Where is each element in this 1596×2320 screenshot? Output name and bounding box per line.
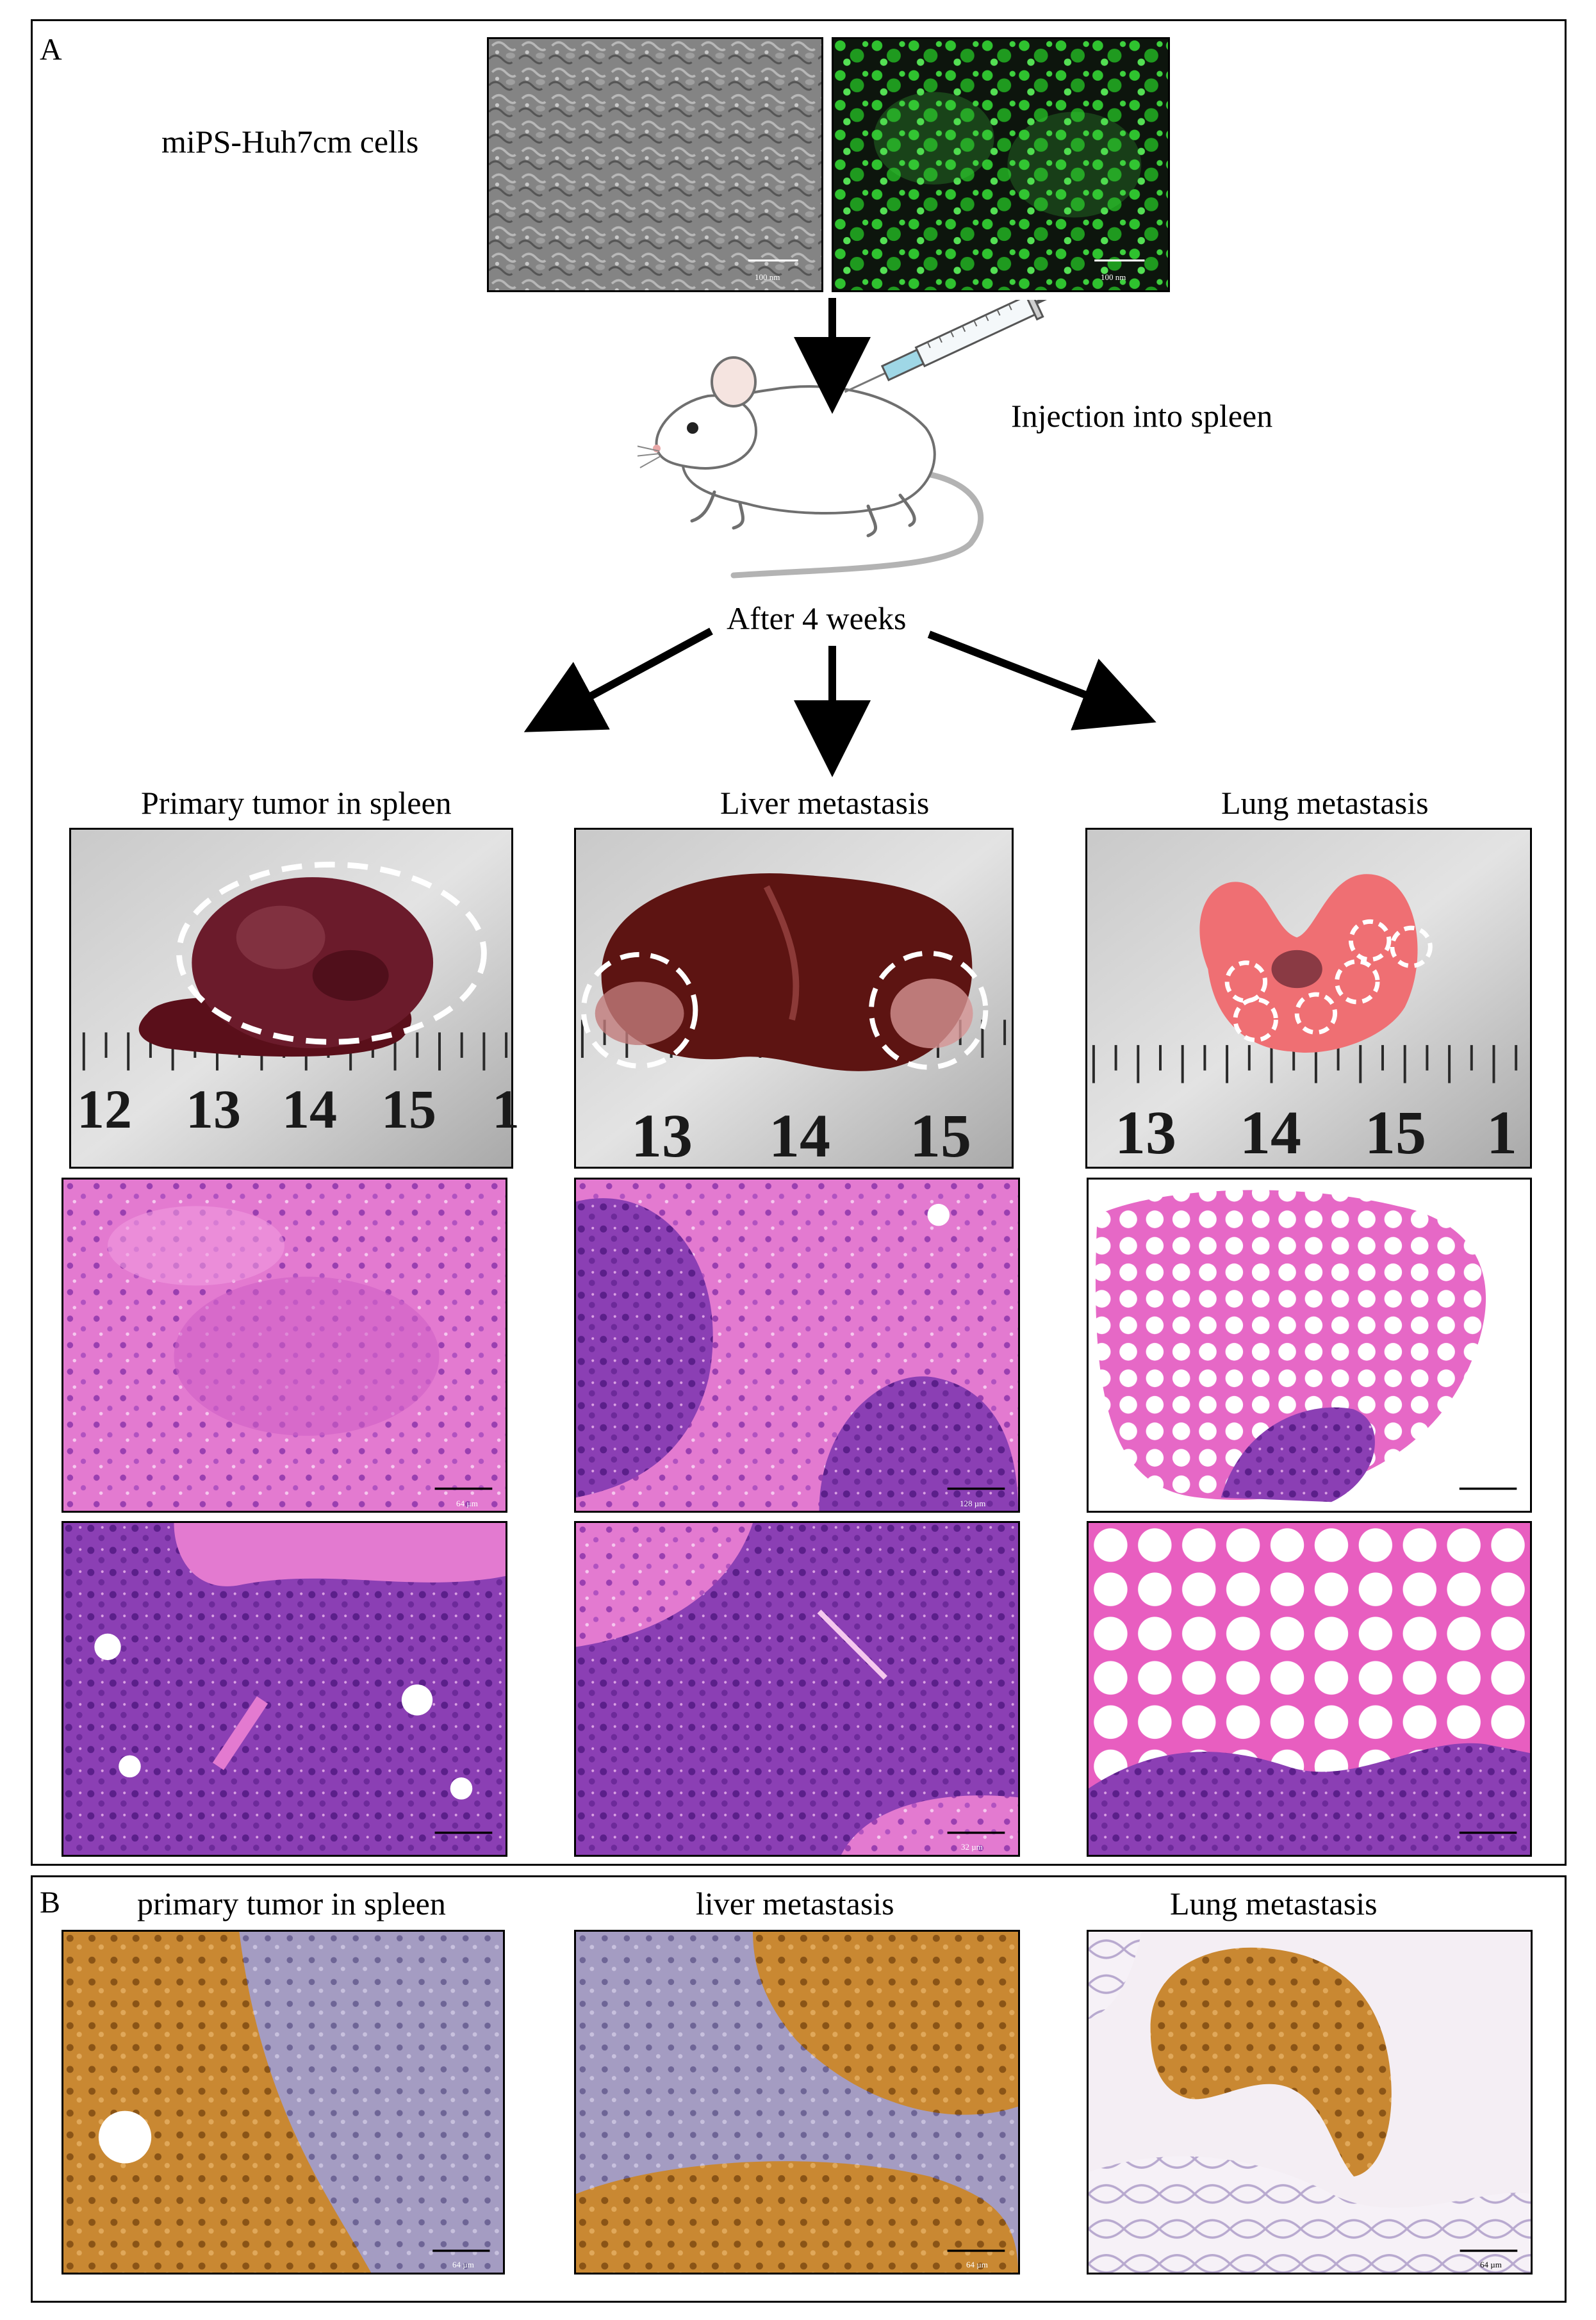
title-liver-metastasis: Liver metastasis — [720, 785, 930, 821]
mouse-eye — [687, 422, 698, 434]
he-low-lung — [1087, 1178, 1532, 1513]
section-a-frame — [31, 19, 1567, 1866]
timepoint-label: After 4 weeks — [727, 600, 907, 636]
mouse-tail — [730, 470, 984, 579]
he-high-lung — [1087, 1521, 1532, 1857]
lung-nodule-circle — [1224, 960, 1268, 1003]
ihc-liver — [574, 1930, 1020, 2275]
spleen-tumor-photo — [69, 828, 513, 1169]
tumor-outline-circle — [176, 861, 487, 1045]
liver-metastasis-photo — [574, 828, 1014, 1169]
ihc-spleen-scale: 64 µm — [452, 2260, 474, 2269]
ihc-liver-scale: 64 µm — [966, 2260, 988, 2269]
he-high-liver-scale: 32 µm — [961, 1842, 983, 1852]
he-low-liver — [574, 1178, 1020, 1513]
section-b-frame — [31, 1875, 1567, 2303]
liver-lesion-circle — [868, 950, 989, 1070]
cells-label: miPS-Huh7cm cells — [161, 124, 419, 160]
he-high-liver — [574, 1521, 1020, 1857]
title-ihc-liver: liver metastasis — [696, 1886, 894, 1921]
fluorescence-image — [832, 37, 1170, 292]
liver-lesion-circle — [580, 951, 698, 1069]
injection-label: Injection into spleen — [1011, 398, 1273, 434]
title-primary-tumor: Primary tumor in spleen — [141, 785, 452, 821]
lung-metastasis-photo — [1085, 828, 1532, 1169]
mouse-legs — [690, 490, 916, 538]
syringe-icon — [844, 300, 1060, 393]
ihc-lung-scale: 64 µm — [1480, 2260, 1502, 2269]
tumor-mass — [192, 877, 434, 1049]
he-low-liver-scale: 128 µm — [960, 1499, 986, 1508]
lung-nodule-circle — [1294, 992, 1338, 1035]
he-high-spleen — [62, 1521, 507, 1857]
title-ihc-lung: Lung metastasis — [1170, 1886, 1378, 1921]
fluorescence-scale-label: 100 nm — [1101, 272, 1126, 282]
title-ihc-primary: primary tumor in spleen — [137, 1886, 446, 1921]
mouse-nose — [653, 445, 661, 452]
section-a-letter: A — [40, 33, 62, 67]
he-low-spleen-scale: 64 µm — [456, 1499, 478, 1508]
lung-nodule-circle — [1390, 925, 1433, 969]
ihc-spleen — [62, 1930, 505, 2275]
phase-contrast-image — [487, 37, 823, 292]
he-low-spleen — [62, 1178, 507, 1513]
mouse-injection-illustration — [638, 300, 1060, 579]
mouse-head — [655, 394, 758, 470]
section-b-letter: B — [40, 1886, 61, 1920]
lung-nodule-circle — [1233, 997, 1278, 1042]
title-lung-metastasis: Lung metastasis — [1221, 785, 1429, 821]
phase-scale-label: 100 nm — [755, 272, 780, 282]
ihc-lung — [1087, 1930, 1533, 2275]
lung-nodule-circle — [1348, 919, 1392, 962]
mouse-ear — [711, 356, 757, 407]
